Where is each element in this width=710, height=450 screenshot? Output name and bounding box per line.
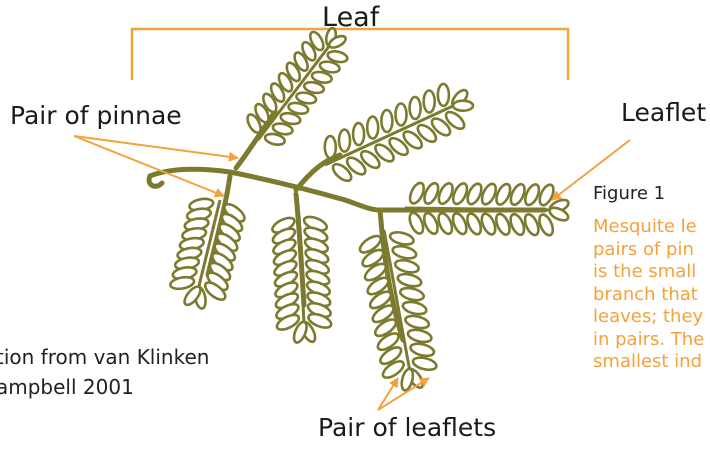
leaflet [404, 314, 430, 330]
leaflet [522, 212, 541, 237]
leaflet [436, 181, 455, 206]
pinnae-arrow-upper [74, 136, 238, 158]
caption-line: leaves; they [593, 306, 710, 329]
leaflet-label: Leaflet [621, 98, 706, 127]
pair-of-leaflets-label: Pair of leaflets [318, 413, 496, 442]
leaflet [412, 355, 438, 371]
leaflet [422, 181, 441, 206]
leaflet [409, 342, 435, 358]
pinna-midrib [405, 208, 552, 210]
pinna-upper-right [325, 84, 473, 184]
leaflet [479, 212, 498, 237]
leaflet [391, 244, 417, 260]
leaflets-arrow-left [378, 378, 398, 410]
caption-line: branch that [593, 284, 710, 307]
stem-hook [149, 176, 162, 186]
illustration-credit: tion from van Klinken ampbell 2001 [0, 342, 209, 402]
caption-line: is the small [593, 261, 710, 284]
terminal-leaflet [453, 101, 473, 111]
leaflet [450, 211, 469, 236]
figure-title: Figure 1 [593, 183, 665, 204]
leaflet [389, 230, 415, 246]
leaflet [407, 328, 433, 344]
leaflet [421, 211, 440, 236]
leaflet [494, 182, 513, 207]
leaflet [339, 130, 350, 152]
caption-line: smallest ind [593, 351, 710, 374]
leaflet [479, 182, 498, 207]
pinna-lower-right [357, 230, 437, 392]
leaflet [450, 181, 469, 206]
leaflet [508, 212, 527, 237]
leaf-bracket [132, 29, 568, 80]
caption-line: pairs of pin [593, 239, 710, 262]
leaflet [394, 258, 420, 274]
leaflet [353, 123, 364, 145]
leaflet [410, 97, 421, 119]
leaflet [325, 136, 336, 158]
credit-line-2: ampbell 2001 [0, 372, 209, 402]
caption-line: Mesquite le [593, 216, 710, 239]
leaflet [402, 300, 428, 316]
leaflet [399, 286, 425, 302]
leaflet [438, 84, 449, 106]
caption-line: in pairs. The [593, 329, 710, 352]
leaflet [493, 212, 512, 237]
pinnae-arrow-lower [74, 136, 224, 196]
leaf-label: Leaf [322, 2, 379, 33]
credit-line-1: tion from van Klinken [0, 342, 209, 372]
figure-caption: Mesquite le pairs of pin is the small br… [593, 216, 710, 391]
leaflet [465, 182, 484, 207]
pinna-lower-left [169, 197, 247, 309]
pair-of-pinnae-label: Pair of pinnae [10, 101, 182, 130]
leaflet [465, 212, 484, 237]
leaflet [381, 110, 392, 132]
leaflet [407, 181, 426, 206]
leaflet [397, 272, 423, 288]
pinna-right [405, 181, 570, 237]
pinna-upper-left [245, 27, 348, 146]
leaflet [407, 211, 426, 236]
leaflet [508, 182, 527, 207]
leaflet [522, 182, 541, 207]
leaflet [424, 90, 435, 112]
leaflet [367, 117, 378, 139]
leaflet [436, 211, 455, 236]
leaflet [395, 103, 406, 125]
